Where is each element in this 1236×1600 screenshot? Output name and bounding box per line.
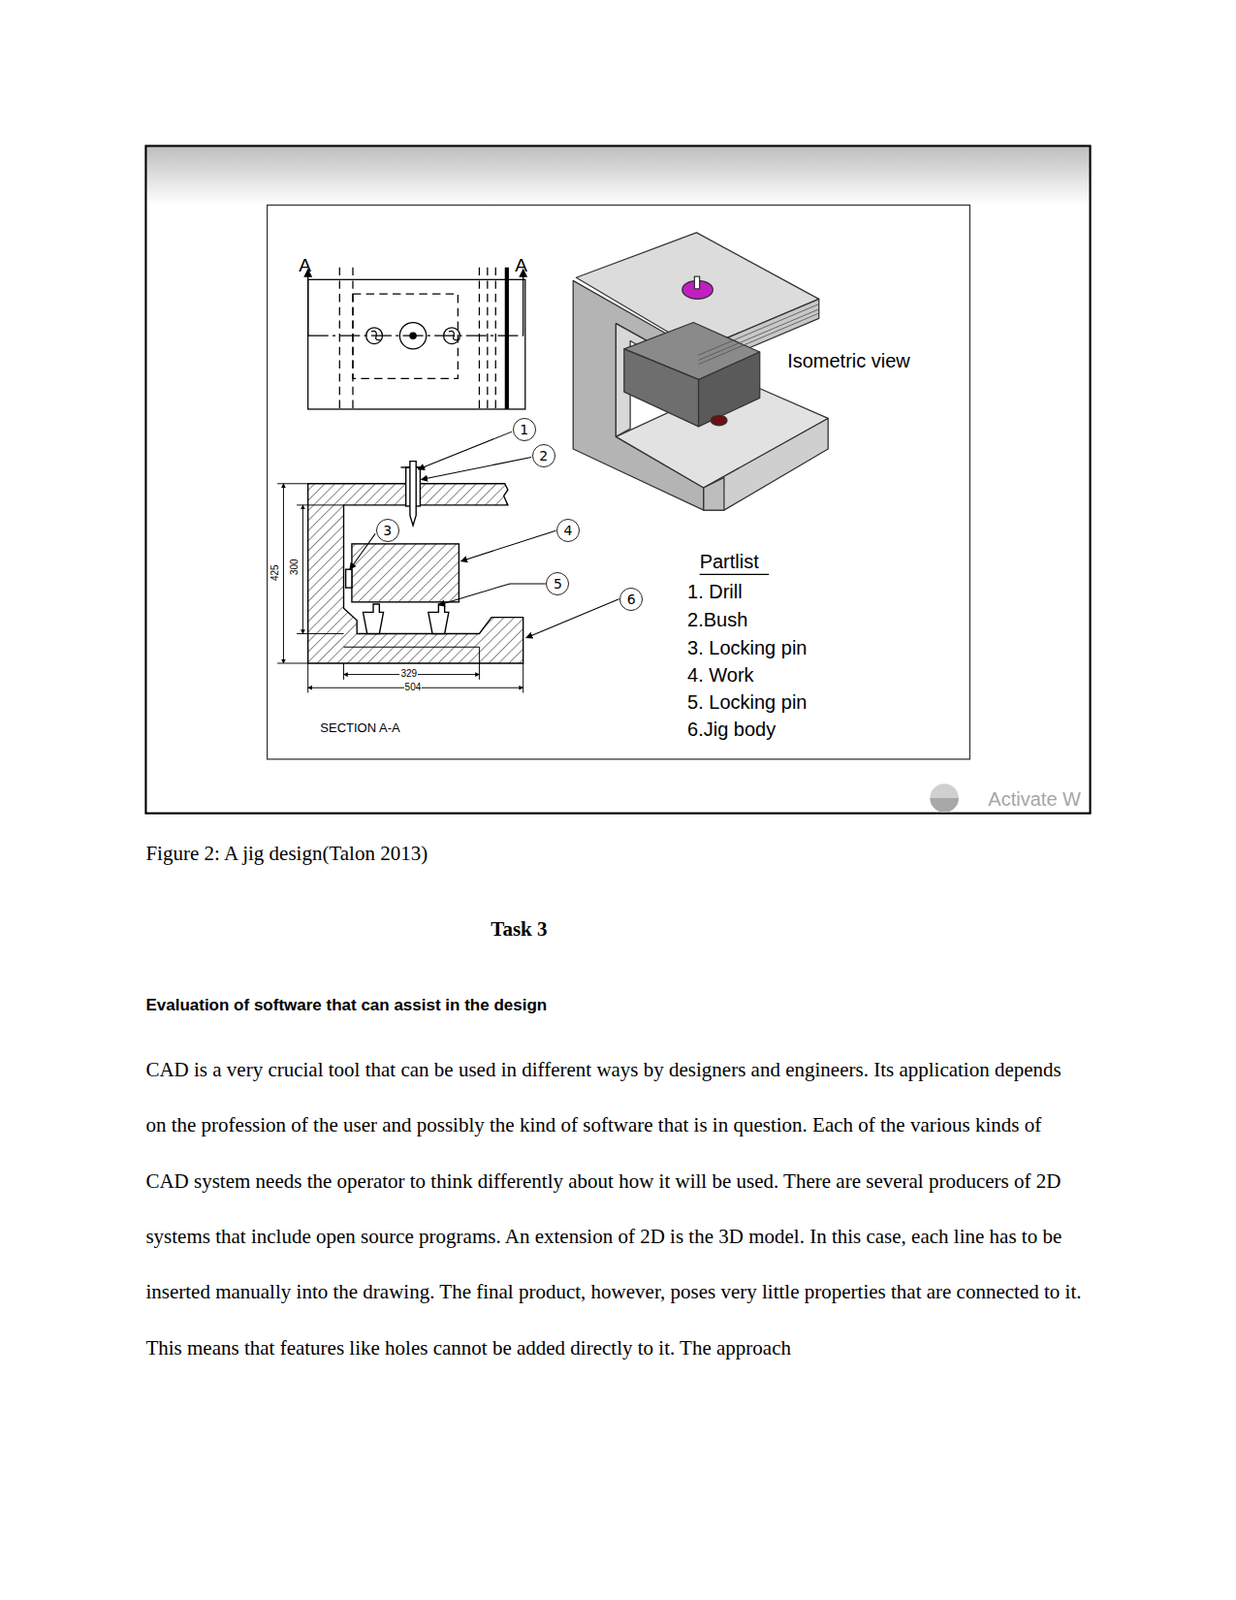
callout-circle: 5 xyxy=(545,571,570,596)
callout-number: 1 xyxy=(519,421,529,438)
section-marker: A xyxy=(514,254,528,277)
view-label: Isometric view xyxy=(787,349,911,373)
task-heading: Task 3 xyxy=(490,917,547,941)
callout-number: 4 xyxy=(563,522,572,539)
dimension: 425 xyxy=(269,564,282,583)
callout-circle: 6 xyxy=(619,587,643,611)
body-paragraph: CAD is a very crucial tool that can be u… xyxy=(145,1042,1082,1376)
callout-circle: 2 xyxy=(532,443,556,468)
callout-number: 2 xyxy=(538,447,548,464)
figure-caption: Figure 2: A jig design(Talon 2013) xyxy=(145,841,428,865)
part-name: 4. Work xyxy=(687,664,755,687)
callout-circle: 1 xyxy=(512,417,537,442)
watermark: Activate W xyxy=(987,788,1081,811)
part-name: 1. Drill xyxy=(687,580,743,603)
callout-circle: 3 xyxy=(376,518,400,542)
callout-circle: 4 xyxy=(556,518,580,542)
dimension: 329 xyxy=(399,667,418,680)
callout-number: 5 xyxy=(553,575,563,592)
part-name: 3. Locking pin xyxy=(687,636,807,660)
section-label: SECTION A-A xyxy=(319,721,400,736)
callout-number: 3 xyxy=(382,522,392,539)
callout-number: 6 xyxy=(627,591,636,607)
part-name: 6.Jig body xyxy=(687,718,776,741)
section-marker: A xyxy=(298,254,312,277)
part-name: 2.Bush xyxy=(687,608,748,632)
section-subheading: Evaluation of software that can assist i… xyxy=(145,995,547,1015)
partlist-heading: Partlist xyxy=(699,550,760,573)
part-name: 5. Locking pin xyxy=(687,691,807,714)
dimension: 504 xyxy=(404,681,423,694)
dimension: 300 xyxy=(288,558,301,577)
